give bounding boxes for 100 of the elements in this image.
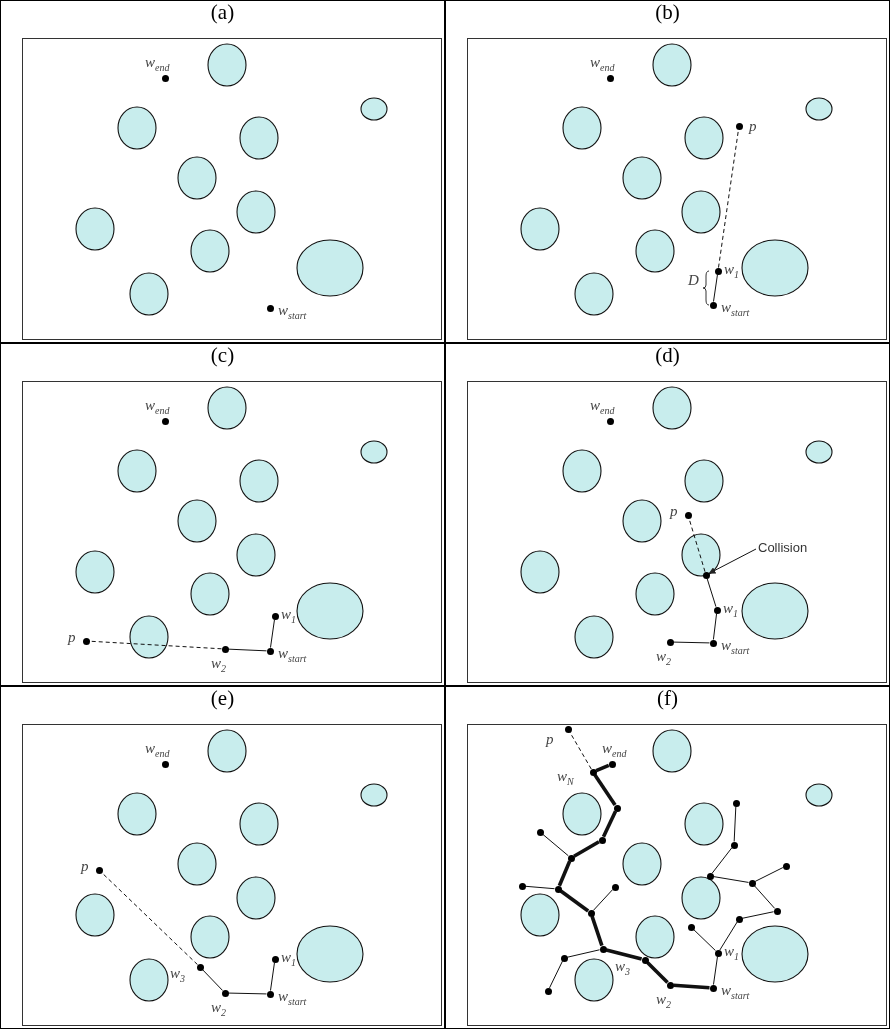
waypoint-dot bbox=[161, 760, 169, 768]
path-segment bbox=[713, 955, 718, 986]
waypoint-dot bbox=[564, 725, 572, 733]
path-segment bbox=[590, 915, 604, 947]
point-label: w$_{start}$ bbox=[721, 299, 750, 320]
point-label: w$_{end}$ bbox=[145, 54, 170, 75]
path-segment bbox=[566, 949, 601, 958]
path-segment bbox=[693, 928, 716, 952]
waypoint-dot bbox=[714, 267, 722, 275]
point-label: w$_{start}$ bbox=[278, 988, 307, 1009]
waypoint-dot bbox=[589, 768, 597, 776]
waypoint-dot bbox=[709, 984, 717, 992]
waypoint-dot bbox=[748, 879, 756, 887]
waypoint-dot bbox=[735, 122, 743, 130]
path-segment bbox=[741, 911, 775, 919]
panel-title: (f) bbox=[656, 686, 679, 710]
path-segment bbox=[525, 885, 555, 890]
path-segment bbox=[673, 641, 710, 644]
point-label: w$_{2}$ bbox=[656, 991, 671, 1012]
waypoint-dot bbox=[544, 987, 552, 995]
point-label: w$_{3}$ bbox=[615, 958, 630, 979]
waypoint-dot bbox=[611, 883, 619, 891]
waypoint-dot bbox=[95, 866, 103, 874]
waypoint-dot bbox=[266, 647, 274, 655]
waypoint-dot bbox=[608, 760, 616, 768]
waypoint-dot bbox=[706, 872, 714, 880]
waypoint-dot bbox=[732, 799, 740, 807]
point-label: w$_{3}$ bbox=[170, 965, 185, 986]
panel bbox=[0, 0, 445, 343]
path-segment bbox=[713, 273, 718, 303]
point-label: w$_{end}$ bbox=[590, 54, 615, 75]
path-segment bbox=[673, 983, 710, 990]
waypoint-dot bbox=[599, 945, 607, 953]
waypoint-dot bbox=[567, 854, 575, 862]
waypoint-dot bbox=[560, 954, 568, 962]
point-label: w$_{2}$ bbox=[656, 648, 671, 669]
point-label: w$_{end}$ bbox=[602, 740, 627, 761]
path-segment bbox=[605, 948, 643, 961]
point-label: p bbox=[68, 629, 76, 645]
point-label: w$_{start}$ bbox=[278, 645, 307, 666]
point-label: p bbox=[546, 731, 554, 747]
path-segment bbox=[733, 806, 737, 842]
waypoint-dot bbox=[554, 885, 562, 893]
point-label: p bbox=[670, 503, 678, 519]
path-segment bbox=[542, 833, 569, 857]
path-segment bbox=[270, 961, 275, 992]
waypoint-dot bbox=[266, 990, 274, 998]
point-label: w$_{2}$ bbox=[211, 999, 226, 1020]
waypoint-dot bbox=[271, 612, 279, 620]
waypoint-dot bbox=[161, 417, 169, 425]
point-label: w$_{end}$ bbox=[145, 397, 170, 418]
waypoint-dot bbox=[709, 301, 717, 309]
waypoint-dot bbox=[613, 804, 621, 812]
point-label: w$_{N}$ bbox=[557, 768, 574, 789]
waypoint-dot bbox=[606, 417, 614, 425]
waypoint-dot bbox=[641, 956, 649, 964]
waypoint-dot bbox=[730, 841, 738, 849]
path-segment bbox=[592, 889, 614, 911]
panel bbox=[445, 343, 890, 686]
waypoint-dot bbox=[196, 963, 204, 971]
dashed-connector bbox=[101, 871, 198, 966]
waypoint-dot bbox=[161, 74, 169, 82]
panel-title: (c) bbox=[209, 343, 236, 367]
waypoint-dot bbox=[221, 989, 229, 997]
point-label: w$_{2}$ bbox=[211, 655, 226, 676]
path-segment bbox=[712, 876, 750, 883]
waypoint-dot bbox=[587, 909, 595, 917]
waypoint-dot bbox=[518, 882, 526, 890]
point-label: w$_{1}$ bbox=[281, 949, 296, 970]
path-segment bbox=[753, 885, 776, 909]
waypoint-dot bbox=[666, 981, 674, 989]
panel bbox=[0, 343, 445, 686]
waypoint-dot bbox=[666, 638, 674, 646]
panel bbox=[445, 0, 890, 343]
panel-title: (e) bbox=[209, 686, 236, 710]
waypoint-dot bbox=[271, 955, 279, 963]
path-segment bbox=[646, 961, 669, 984]
waypoint-dot bbox=[221, 645, 229, 653]
callout-text: Collision bbox=[758, 540, 808, 555]
waypoint-dot bbox=[606, 74, 614, 82]
point-label: w$_{start}$ bbox=[721, 982, 750, 1003]
path-segment bbox=[228, 648, 267, 652]
path-segment bbox=[549, 960, 563, 989]
waypoint-dot bbox=[266, 304, 274, 312]
waypoint-dot bbox=[709, 639, 717, 647]
path-segment bbox=[719, 921, 738, 951]
panel-title: (d) bbox=[654, 343, 681, 367]
point-label: p bbox=[749, 118, 757, 134]
waypoint-dot bbox=[82, 637, 90, 645]
point-label: w$_{1}$ bbox=[724, 261, 739, 282]
path-segment bbox=[573, 840, 600, 858]
dimension-label: D bbox=[688, 272, 699, 288]
waypoint-dot bbox=[598, 836, 606, 844]
path-segment bbox=[593, 773, 617, 807]
path-segment bbox=[601, 810, 618, 838]
path-segment bbox=[595, 763, 610, 773]
waypoint-dot bbox=[735, 915, 743, 923]
path-segment bbox=[754, 867, 784, 882]
waypoint-dot bbox=[687, 923, 695, 931]
point-label: w$_{1}$ bbox=[724, 943, 739, 964]
